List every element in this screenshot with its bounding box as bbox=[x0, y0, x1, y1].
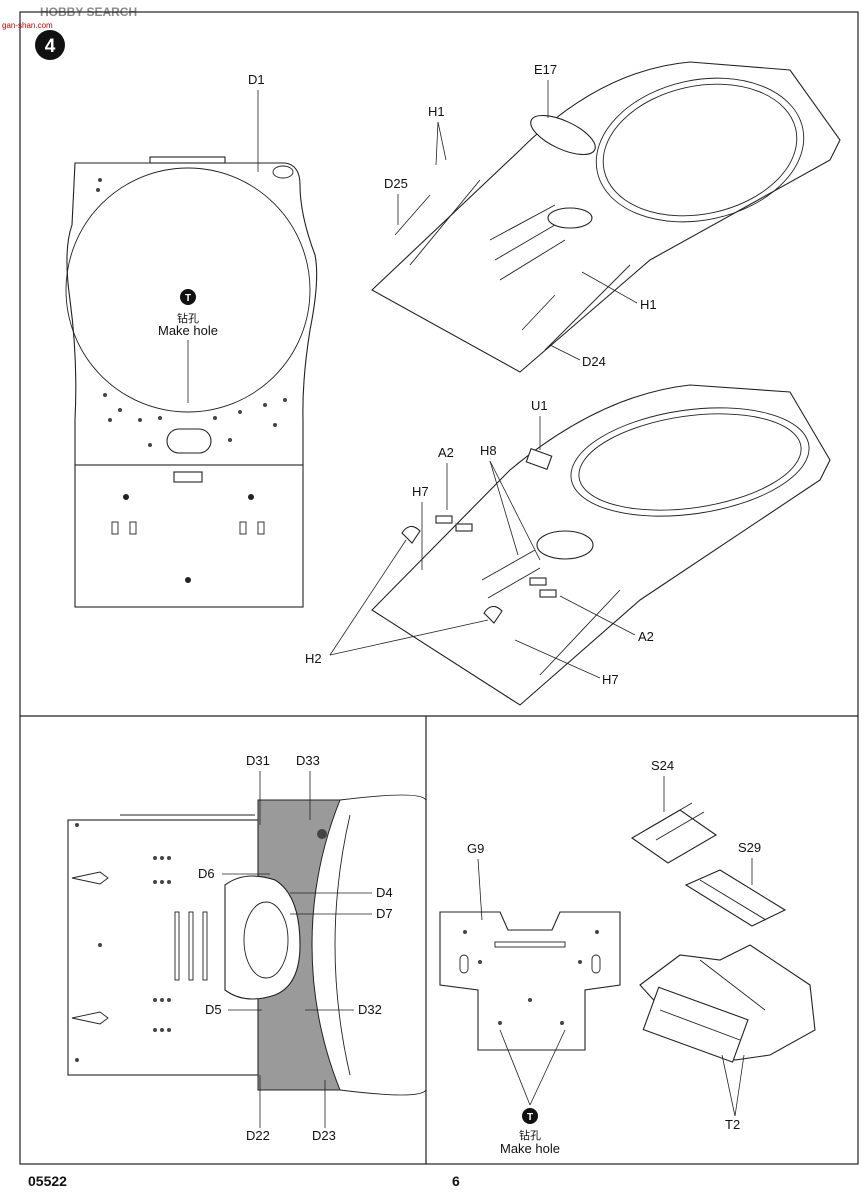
part-d1-drawing bbox=[65, 156, 318, 608]
label-h7-lower: H7 bbox=[602, 672, 619, 687]
label-h1-upper: H1 bbox=[428, 104, 445, 119]
drill-label-en-top: Make hole bbox=[158, 323, 218, 338]
leader-h7-lower bbox=[514, 639, 601, 679]
leader-t2a bbox=[721, 1054, 736, 1117]
label-t2: T2 bbox=[725, 1117, 740, 1132]
watermark-sub: gan-shan.com bbox=[2, 21, 53, 30]
label-d22: D22 bbox=[246, 1128, 270, 1143]
drill-label-cn-bottom: 钻孔 bbox=[519, 1128, 541, 1142]
lower-hull-assembly-drawing bbox=[371, 384, 831, 706]
leader-h1a bbox=[435, 121, 439, 166]
svg-text:T: T bbox=[185, 293, 191, 304]
footer-page-number: 6 bbox=[452, 1173, 460, 1189]
leader-h8b bbox=[489, 460, 541, 561]
label-d5: D5 bbox=[205, 1002, 222, 1017]
leader-drill-bottom-b bbox=[529, 1029, 566, 1106]
leader-h1b bbox=[437, 121, 447, 161]
hull-floor-detail-drawing bbox=[67, 794, 427, 1096]
leader-drill-bottom-a bbox=[499, 1029, 531, 1106]
label-s29: S29 bbox=[738, 840, 761, 855]
label-d24: D24 bbox=[582, 354, 606, 369]
label-d33: D33 bbox=[296, 753, 320, 768]
label-d23: D23 bbox=[312, 1128, 336, 1143]
label-g9: G9 bbox=[467, 841, 484, 856]
drill-label-en-bottom: Make hole bbox=[500, 1141, 560, 1156]
label-h1-lower: H1 bbox=[640, 297, 657, 312]
step-badge: 4 bbox=[35, 30, 65, 60]
svg-text:4: 4 bbox=[45, 36, 56, 57]
part-g9-drawing bbox=[439, 911, 621, 1051]
part-s29-drawing bbox=[684, 869, 787, 927]
drill-symbol-top: T bbox=[180, 289, 196, 305]
leader-g9 bbox=[477, 858, 483, 921]
label-h7-upper: H7 bbox=[412, 484, 429, 499]
label-a2-lower: A2 bbox=[638, 629, 654, 644]
label-s24: S24 bbox=[651, 758, 674, 773]
label-d25: D25 bbox=[384, 176, 408, 191]
leader-a2-lower bbox=[559, 595, 636, 636]
page-frame bbox=[19, 11, 859, 1165]
leader-h2a bbox=[329, 539, 407, 656]
leader-t2b bbox=[734, 1054, 745, 1117]
leader-h1-lower bbox=[581, 271, 638, 304]
lower-hull-plate-drawing bbox=[639, 944, 816, 1063]
upper-hull-assembly-drawing bbox=[371, 61, 841, 373]
label-d31: D31 bbox=[246, 753, 270, 768]
label-d32: D32 bbox=[358, 1002, 382, 1017]
label-d6: D6 bbox=[198, 866, 215, 881]
label-h8: H8 bbox=[480, 443, 497, 458]
label-d1: D1 bbox=[248, 72, 265, 87]
footer-code: 05522 bbox=[28, 1173, 67, 1189]
label-d4: D4 bbox=[376, 885, 393, 900]
drill-symbol-bottom: T bbox=[522, 1108, 538, 1124]
leader-h8a bbox=[489, 460, 519, 556]
label-d7: D7 bbox=[376, 906, 393, 921]
label-a2-upper: A2 bbox=[438, 445, 454, 460]
drill-label-cn-top: 钻孔 bbox=[177, 311, 199, 325]
label-h2: H2 bbox=[305, 651, 322, 666]
label-u1: U1 bbox=[531, 398, 548, 413]
label-e17: E17 bbox=[534, 62, 557, 77]
leader-d24 bbox=[549, 344, 581, 361]
leader-h2b bbox=[329, 619, 489, 656]
svg-text:T: T bbox=[527, 1112, 533, 1123]
part-s24-drawing bbox=[630, 802, 718, 864]
